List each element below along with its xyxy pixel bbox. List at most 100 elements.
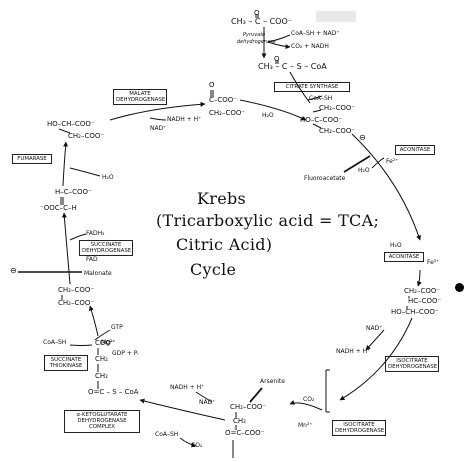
akg-nad: NAD⁺ [199, 399, 216, 406]
isocitrate-line2: HC–COO⁻ [408, 297, 442, 305]
aconitase-top-fe: Fe²⁺ [386, 158, 399, 165]
arrow-pdh-out [267, 41, 291, 50]
arrow-oaa-citrate [239, 99, 307, 121]
idh-nadh: NADH + H⁺ [336, 348, 371, 355]
pyruvate-inputs: CoA–SH + NAD⁺ [291, 30, 340, 37]
citrate-line1: CH₂–COO⁻ [319, 104, 356, 112]
arrow-coash-out [307, 95, 323, 101]
malonate-label: Malonate [84, 270, 112, 277]
succinate-line2: CH₂–COO⁻ [58, 299, 95, 307]
marker-dot [455, 283, 464, 292]
citrate-line3: CH₂–COO⁻ [319, 127, 356, 135]
aconitase-right-fe: Fe²⁺ [427, 259, 440, 266]
fumarase-h2o: H₂O [102, 174, 114, 181]
akg-line2: CH₂ [233, 417, 246, 425]
arrow-akg-succinylcoa [139, 398, 226, 421]
akg-line3: O=C–COO⁻ [225, 429, 265, 437]
citrate-synthase-h2o: H₂O [262, 112, 274, 119]
succinylcoa-line2: CH₂ [95, 355, 108, 363]
arrow-pdh-in [267, 34, 291, 43]
idh-top-box: ISOCITRATE DEHYDROGENASE [385, 356, 439, 373]
oaa-o: O [209, 81, 215, 89]
mdh-nadh: NADH + H⁺ [167, 116, 202, 123]
malate-bond [58, 128, 71, 134]
fluoroacetate-label: Fluoroacetate [304, 175, 346, 182]
arrow-akg-nad [195, 391, 213, 403]
malonate-inhibit-sign: ⊖ [10, 266, 17, 275]
sdh-box: SUCCINATE DEHYDROGENASE [79, 240, 133, 257]
arrow-coash-st [69, 344, 93, 346]
title-citric-acid: Citric Acid) [176, 235, 273, 254]
st-box: SUCCINATE THIOKINASE [44, 355, 88, 372]
akg-dh-label1: α-KETOGLUTARATE [76, 412, 128, 418]
arsenite-label: Arsenite [260, 378, 285, 385]
isocitrate-line3: HO–CH–COO⁻ [391, 308, 439, 316]
pyruvate-carbonyl-o: O [254, 9, 260, 17]
oaa-line2: CH₂–COO⁻ [209, 109, 246, 117]
citrate-synthase-coash: CoA–SH [309, 95, 333, 102]
arrow-citrate-isocitrate [351, 133, 421, 241]
idh-top-label2: DEHYDROGENASE [388, 364, 438, 371]
idh-bottom-label1: ISOCITRATE [343, 422, 375, 428]
arrow-acetylcoa-citrate [289, 71, 311, 104]
st-mg: Mg²⁺ [101, 339, 116, 346]
mdh-label1: MALATE [129, 91, 151, 97]
succinylcoa-line3: CH₂ [95, 372, 108, 380]
fumarate-line2: ⁻OOC–C–H [40, 204, 77, 212]
pyruvate-formula: CH₃ – C – COO⁻ [231, 17, 292, 26]
citrate-line2: HO–C–COO⁻ [300, 116, 343, 124]
isocitrate-line1: CH₂–COO⁻ [404, 287, 441, 295]
fumarate-line1: H–C–COO⁻ [55, 188, 92, 196]
arrow-fumarate-malate [62, 141, 69, 187]
idh-top-label1: ISOCITRATE [396, 358, 428, 364]
st-label2: THIOKINASE [49, 363, 83, 370]
malate-line2: CH₂–COO⁻ [68, 132, 105, 140]
arrow-succinylcoa-succinate [88, 305, 99, 337]
akg-coash: CoA–SH [155, 431, 179, 438]
akg-line1: CH₂–COO⁻ [230, 403, 267, 411]
title-tca: (Tricarboxylic acid = TCA; [156, 211, 380, 230]
mdh-nad: NAD⁺ [150, 125, 167, 132]
akg-dh-box: α-KETOGLUTARATE DEHYDROGENASE COMPLEX [64, 410, 140, 433]
pyruvate-outputs: CO₂ + NADH [291, 43, 329, 50]
arrow-idh-co2 [289, 400, 323, 411]
arrow-aconitase-right [417, 269, 422, 287]
arrow-idh-nadh [365, 329, 385, 351]
aconitase-right-box: ACONITASE [384, 252, 424, 263]
aconitase-top-h2o: H₂O [358, 167, 370, 174]
arrow-fumarase-h2o [69, 167, 101, 177]
acetylcoa-formula: CH₃ – C – S – CoA [258, 62, 327, 71]
arrow-gtp [94, 329, 111, 341]
arrow-akg-co2 [179, 437, 197, 448]
arrow-aconitase-side [371, 157, 385, 169]
citrate-synthase-box: CITRATE SYNTHASE [274, 82, 350, 93]
citrate-bond2 [312, 123, 322, 129]
arrow-isocitrate-akg [339, 317, 413, 401]
akg-dh-label2: DEHYDROGENASE COMPLEX [77, 418, 127, 431]
st-coash: CoA–SH [43, 339, 67, 346]
pyruvate-dh-label2: dehydrogenase [237, 39, 276, 45]
st-gtp: GTP [111, 324, 123, 331]
succinylcoa-line1: COO⁻ [95, 339, 115, 347]
arsenite-inhibition [249, 387, 263, 403]
fumarase-box: FUMARASE [12, 154, 52, 165]
mdh-label2: DEHYDROGENASE [116, 97, 166, 104]
sdh-fadh2: FADH₂ [86, 230, 105, 237]
arrow-malate-oaa [109, 101, 206, 121]
st-gdp: GDP + Pᵢ [112, 350, 139, 357]
st-label1: SUCCINATE [50, 357, 82, 363]
arrow-fadh2 [69, 233, 87, 241]
fluoroacetate-inhibition [343, 155, 371, 173]
idh-mn: Mn²⁺ [298, 422, 313, 429]
oaa-line1: C–COO⁻ [209, 96, 237, 104]
malate-line1: HO–CH–COO⁻ [47, 120, 95, 128]
sdh-fad: FAD [86, 256, 98, 263]
title-cycle: Cycle [190, 260, 237, 279]
akg-co2: CO₂ [191, 442, 203, 449]
arrow-succinate-fumarate [61, 212, 71, 285]
sdh-label1: SUCCINATE [90, 242, 122, 248]
corner-shading [316, 11, 356, 22]
mdh-box: MALATE DEHYDROGENASE [113, 89, 167, 106]
arrow-mdh-nadh [149, 117, 167, 121]
